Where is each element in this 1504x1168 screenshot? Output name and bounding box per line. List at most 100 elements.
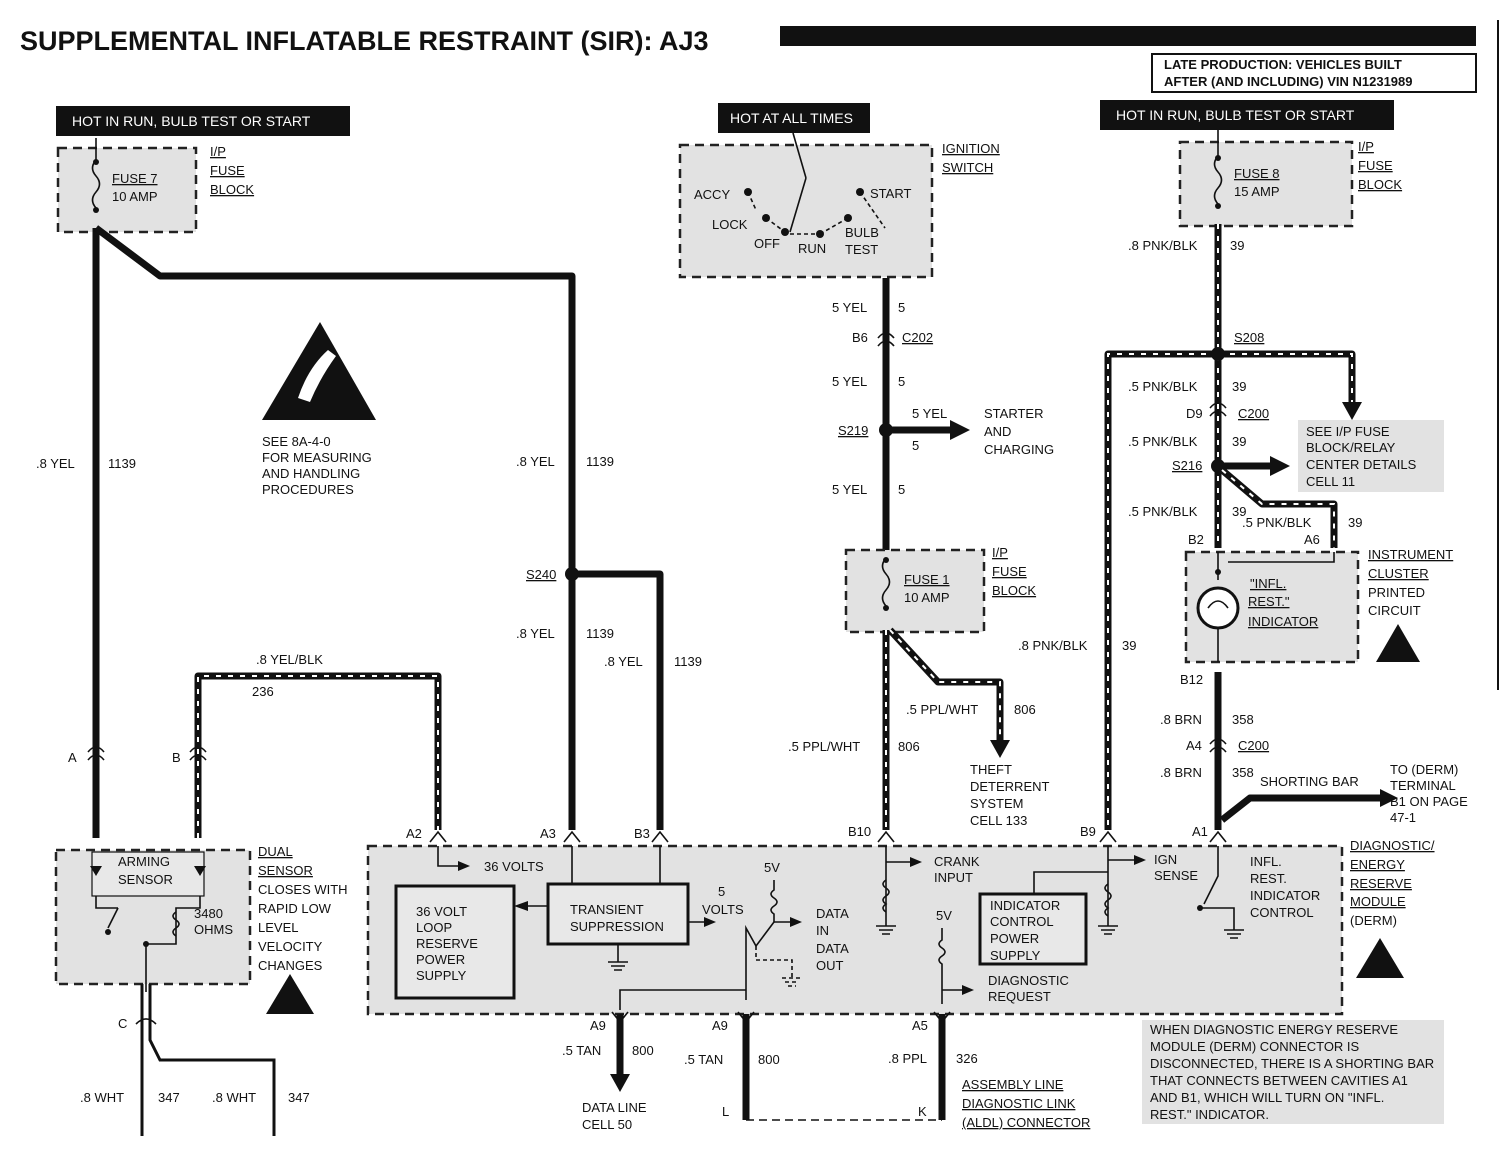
shorting-bar-note-box (1142, 1020, 1444, 1124)
wire-1139-left-circuit: 1139 (108, 456, 136, 471)
connector-a5: A5 (912, 1018, 928, 1033)
wire-5-circuit-low: 5 (898, 482, 905, 497)
bottom-note-line6: REST." INDICATOR. (1150, 1107, 1269, 1122)
ignition-switch-box (680, 145, 932, 277)
wire-326-color: .8 PPL (888, 1051, 927, 1066)
wire-1139-right (93, 225, 576, 830)
connector-a4: A4 (1186, 738, 1202, 753)
splice-s219: S219 (838, 423, 868, 438)
derm-ign-sense-line2: SENSE (1154, 868, 1198, 883)
resistor-unit: OHMS (194, 922, 233, 937)
bottom-note-line1: WHEN DIAGNOSTIC ENERGY RESERVE (1150, 1022, 1398, 1037)
wire-236-color: .8 YEL/BLK (256, 652, 323, 667)
wire-5-color-mid: 5 YEL (832, 374, 867, 389)
indicator-label2: REST." (1248, 594, 1290, 609)
ign-pos-accy: ACCY (694, 187, 730, 202)
connector-b9: B9 (1080, 824, 1096, 839)
indicator-label1: "INFL. (1250, 576, 1286, 591)
fuse7-name: FUSE 7 (112, 171, 158, 186)
esd-icon-derm (1356, 938, 1404, 978)
resistor-value: 3480 (194, 906, 223, 921)
indicator-control-power-supply-box (978, 892, 1088, 966)
wire-347 (140, 984, 276, 1136)
ign-pos-bulb: BULB (845, 225, 879, 240)
derm-data-line2: IN (816, 923, 829, 938)
ign-pos-lock: LOCK (712, 217, 748, 232)
splice-s208-dot (1211, 347, 1225, 361)
fuse8-block-label2: FUSE (1358, 158, 1393, 173)
connector-a: A (68, 750, 77, 765)
derm-data-line4: OUT (816, 958, 844, 973)
fuse8-block-label1: I/P (1358, 139, 1374, 154)
dest-derm-b1-line4: 47-1 (1390, 810, 1416, 825)
derm-pin-arrows (429, 830, 1227, 843)
dest-fuse-relay-line1: SEE I/P FUSE (1306, 424, 1390, 439)
wire-236-circuit: 236 (252, 684, 274, 699)
fuse1-rating: 10 AMP (904, 590, 950, 605)
derm-label2: ENERGY (1350, 857, 1405, 872)
dest-derm-b1-line2: TERMINAL (1390, 778, 1456, 793)
wire-800-color-right: .5 TAN (684, 1052, 723, 1067)
loop-supply-line3: RESERVE (416, 936, 478, 951)
indicator-ctrl-line4: SUPPLY (990, 948, 1041, 963)
derm-box (368, 846, 1342, 1014)
connector-b10: B10 (848, 824, 871, 839)
esd-note-line3: AND HANDLING (262, 466, 360, 481)
wire-347-color-right: .8 WHT (212, 1090, 256, 1105)
wire-39-color-a6: .5 PNK/BLK (1242, 515, 1312, 530)
esd-note-line1: SEE 8A-4-0 (262, 434, 331, 449)
fuse7-block-label3: BLOCK (210, 182, 254, 197)
dual-sensor-label7: CHANGES (258, 958, 323, 973)
dest-data-line2: CELL 50 (582, 1117, 632, 1132)
fuse1-block-label1: I/P (992, 545, 1008, 560)
dual-sensor-label6: VELOCITY (258, 939, 323, 954)
derm-diag-request-line2: REQUEST (988, 989, 1051, 1004)
wire-5-circuit-mid: 5 (898, 374, 905, 389)
wire-1139-top-circuit: 1139 (586, 454, 614, 469)
connector-d9: D9 (1186, 406, 1203, 421)
power-label-center-box (718, 103, 870, 133)
wire-1139-top-color: .8 YEL (516, 454, 555, 469)
wire-358-circuit-low: 358 (1232, 765, 1254, 780)
splice-s216: S216 (1172, 458, 1202, 473)
ignition-switch-label1: IGNITION (942, 141, 1000, 156)
fuse1-block-label3: BLOCK (992, 583, 1036, 598)
wire-39-circuit-b2: 39 (1232, 504, 1246, 519)
instrument-cluster-label3: PRINTED (1368, 585, 1425, 600)
fuse8-block-label3: BLOCK (1358, 177, 1402, 192)
wire-326-circuit: 326 (956, 1051, 978, 1066)
bottom-note-line2: MODULE (DERM) CONNECTOR IS (1150, 1039, 1360, 1054)
fuse7-box (58, 148, 196, 232)
connector-b6: B6 (852, 330, 868, 345)
wire-1139-b3-color: .8 YEL (604, 654, 643, 669)
wire-1139-b3-circuit: 1139 (674, 654, 702, 669)
power-label-right-box (1100, 100, 1394, 130)
derm-label4: MODULE (1350, 894, 1406, 909)
dual-sensor-label3: CLOSES WITH (258, 882, 348, 897)
bottom-note-line5: AND B1, WHICH WILL TURN ON "INFL. (1150, 1090, 1384, 1105)
derm-5v-right: 5V (936, 908, 952, 923)
derm-data-line3: DATA (816, 941, 849, 956)
fuse7-rating: 10 AMP (112, 189, 158, 204)
wire-806-branch-color: .5 PPL/WHT (906, 702, 978, 717)
instrument-cluster-label4: CIRCUIT (1368, 603, 1421, 618)
bottom-note-line3: DISCONNECTED, THERE IS A SHORTING BAR (1150, 1056, 1434, 1071)
infl-rest-indicator-bulb-icon (1196, 586, 1240, 630)
dest-fuse-relay-line2: BLOCK/RELAY (1306, 440, 1396, 455)
dest-starter-line1: STARTER (984, 406, 1043, 421)
aldl-label3: (ALDL) CONNECTOR (962, 1115, 1090, 1130)
power-label-center: HOT AT ALL TIMES (730, 110, 853, 126)
dest-theft-line1: THEFT (970, 762, 1012, 777)
late-production-box (1151, 53, 1477, 93)
bottom-pin-arrows (611, 1011, 951, 1024)
indicator-ctrl-line1: INDICATOR (990, 898, 1060, 913)
loop-supply-line1: 36 VOLT (416, 904, 467, 919)
indicator-label3: INDICATOR (1248, 614, 1318, 629)
wire-806-branch-circuit: 806 (1014, 702, 1036, 717)
fuse8-rating: 15 AMP (1234, 184, 1280, 199)
wire-5-color-branch: 5 YEL (912, 406, 947, 421)
wire-5-color-low: 5 YEL (832, 482, 867, 497)
esd-icon-sensor (266, 974, 314, 1014)
wire-347-color-left: .8 WHT (80, 1090, 124, 1105)
